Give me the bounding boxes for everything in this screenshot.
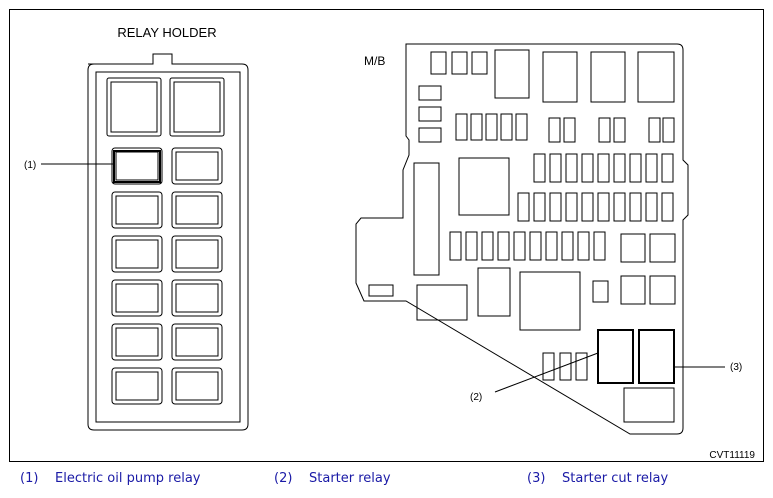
starter-relay-highlight xyxy=(597,329,634,384)
callout-1-label: (1) xyxy=(24,160,36,171)
legend-num-2: (2) xyxy=(274,471,293,486)
callout-2-leader xyxy=(494,352,599,393)
legend-text-3: Starter cut relay xyxy=(562,471,669,486)
callout-2-label: (2) xyxy=(470,392,482,403)
legend-num-3: (3) xyxy=(527,471,546,486)
starter-cut-relay-highlight xyxy=(638,329,675,384)
figure-code: CVT11119 xyxy=(709,450,755,461)
relay-holder-title: RELAY HOLDER xyxy=(117,25,216,40)
mb-label: M/B xyxy=(364,54,385,68)
legend-num-1: (1) xyxy=(20,471,39,486)
legend: (1) Electric oil pump relay (2) Starter … xyxy=(0,471,773,493)
electric-oil-pump-relay-highlight xyxy=(113,150,161,183)
legend-text-1: Electric oil pump relay xyxy=(55,471,201,486)
diagram-figure: RELAY HOLDER M/B (1) (2) (3) CVT11119 xyxy=(9,9,764,462)
main-box xyxy=(355,43,689,435)
callout-3-label: (3) xyxy=(730,362,742,373)
relay-holder-small-slots xyxy=(111,147,223,405)
relay-holder xyxy=(87,53,249,431)
diagram-svg: RELAY HOLDER M/B (1) (2) (3) CVT11119 xyxy=(24,25,755,461)
legend-text-2: Starter relay xyxy=(309,471,391,486)
